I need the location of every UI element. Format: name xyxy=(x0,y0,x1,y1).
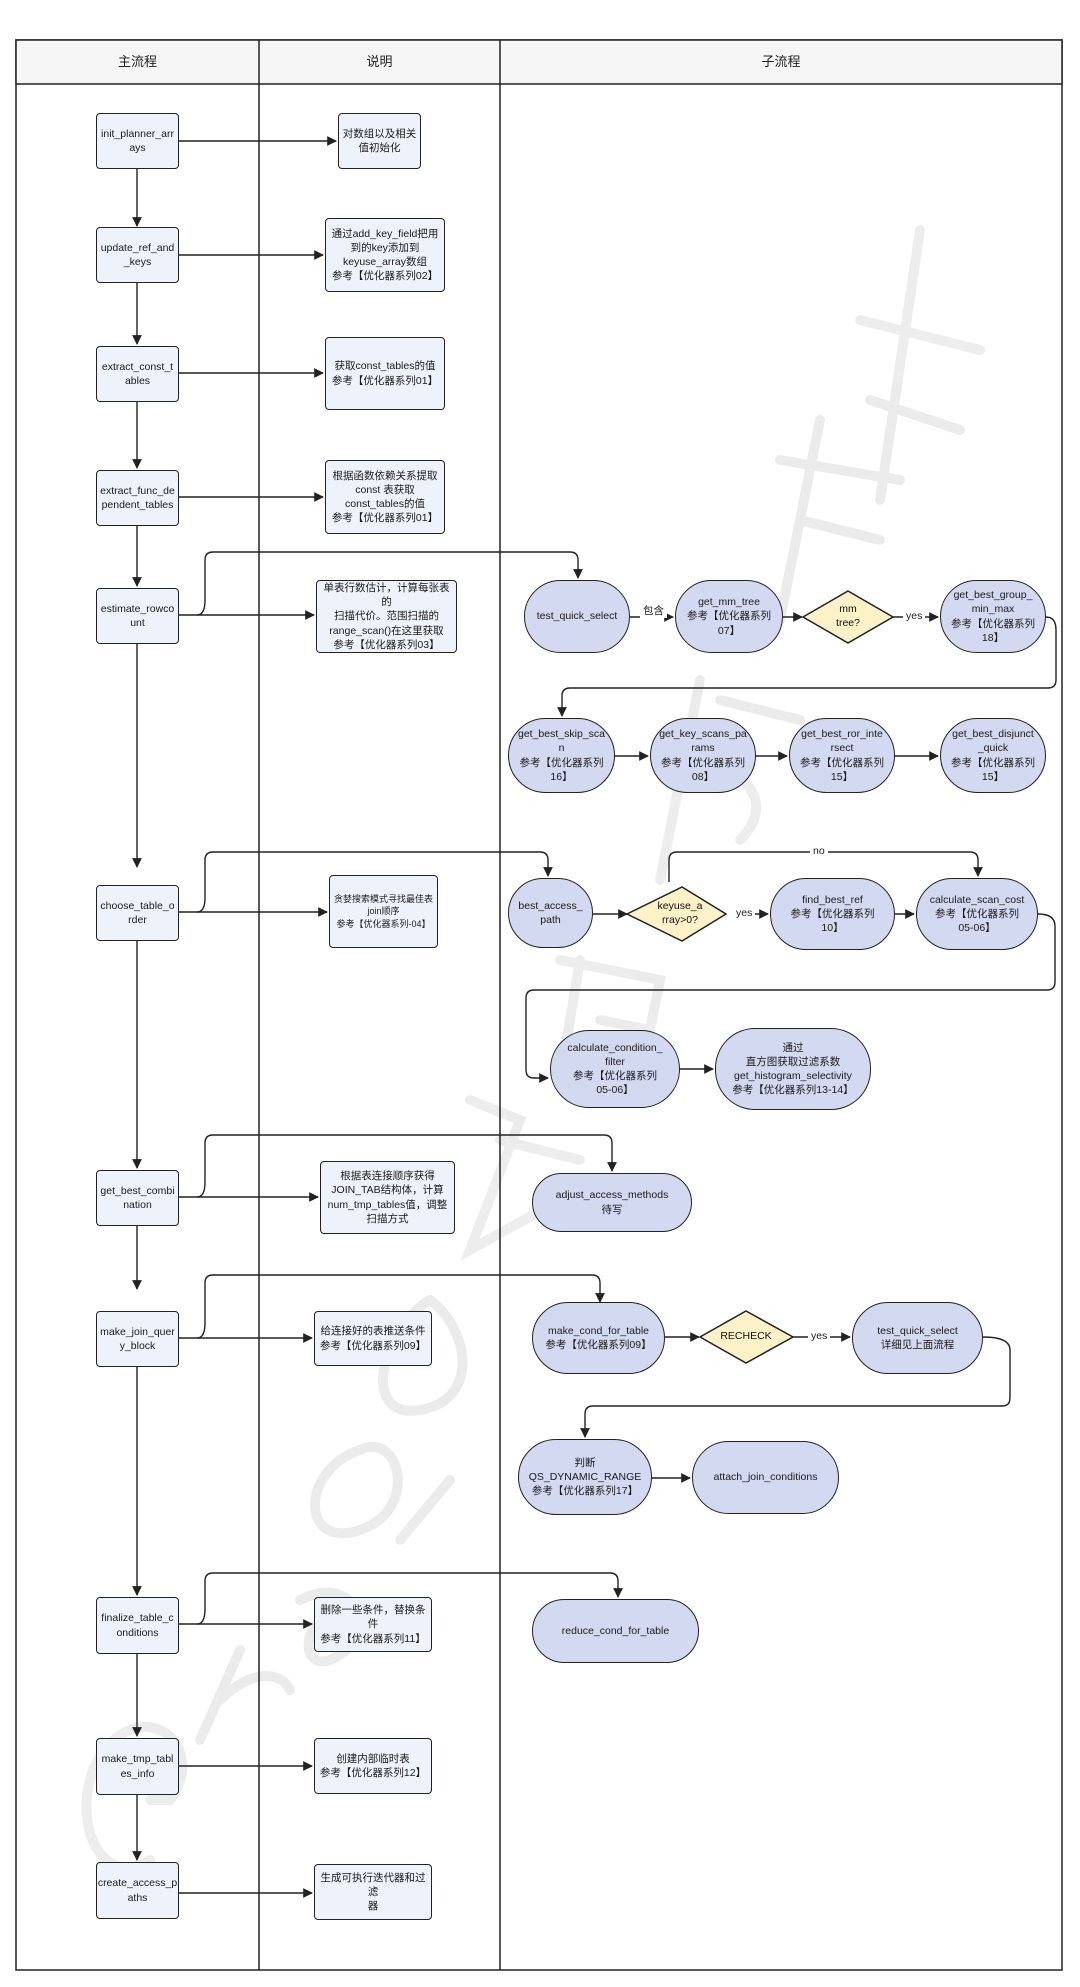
note-extract-func-dependent-tables: 根据函数依赖关系提取 const 表获取 const_tables的值 参考【优… xyxy=(325,460,445,534)
note-finalize-table-conditions: 删除一些条件，替换条件 参考【优化器系列11】 xyxy=(314,1597,432,1652)
node-reduce-cond-for-table: reduce_cond_for_table xyxy=(532,1599,699,1663)
note-make-join-query-block: 给连接好的表推送条件 参考【优化器系列09】 xyxy=(314,1311,432,1366)
node-best-access-path: best_access_ path xyxy=(508,878,593,948)
lane-header-main: 主流程 xyxy=(117,54,157,69)
decision-keyuse-array xyxy=(625,886,728,942)
node-adjust-access-methods: adjust_access_methods 待写 xyxy=(532,1173,692,1232)
main-step-init-planner-arrays: init_planner_arr ays xyxy=(96,113,179,169)
main-step-finalize-table-conditions: finalize_table_c onditions xyxy=(96,1597,179,1654)
lane-header-explain: 说明 xyxy=(366,54,393,69)
label-yes-keyuse: yes xyxy=(733,907,756,919)
note-update-ref-and-keys: 通过add_key_field把用 到的key添加到 keyuse_array数… xyxy=(325,218,445,292)
node-get-best-disjunct-quick: get_best_disjunct _quick 参考【优化器系列 15】 xyxy=(940,718,1046,793)
note-get-best-combination: 根据表连接顺序获得 JOIN_TAB结构体，计算 num_tmp_tables值… xyxy=(320,1161,455,1234)
main-step-make-join-query-block: make_join_quer y_block xyxy=(96,1311,179,1367)
node-test-quick-select: test_quick_select xyxy=(524,580,630,653)
main-step-make-tmp-tables-info: make_tmp_tabl es_info xyxy=(96,1738,179,1795)
decision-keyuse-array-text: keyuse_a rray>0? xyxy=(657,900,703,926)
node-get-best-group-min-max: get_best_group_ min_max 参考【优化器系列 18】 xyxy=(940,580,1046,653)
node-find-best-ref: find_best_ref 参考【优化器系列 10】 xyxy=(770,878,895,950)
label-yes-recheck: yes xyxy=(808,1330,831,1342)
node-attach-join-conditions: attach_join_conditions xyxy=(692,1441,839,1514)
main-step-get-best-combination: get_best_combi nation xyxy=(96,1170,179,1226)
node-histogram-selectivity: 通过 直方图获取过滤系数 get_histogram_selectivity 参… xyxy=(715,1028,871,1110)
label-include: 包含 xyxy=(640,603,667,618)
decision-recheck-text: RECHECK xyxy=(720,1330,772,1343)
main-step-create-access-paths: create_access_p aths xyxy=(96,1862,179,1919)
node-qs-dynamic-range: 判断 QS_DYNAMIC_RANGE 参考【优化器系列17】 xyxy=(518,1439,652,1515)
decision-mm-tree xyxy=(801,590,895,644)
label-no: no xyxy=(810,845,828,857)
node-get-key-scans-params: get_key_scans_pa rams 参考【优化器系列 08】 xyxy=(650,718,756,793)
lane-header-sub: 子流程 xyxy=(761,54,801,69)
note-choose-table-order: 贪婪搜索模式寻找最佳表 join顺序 参考【优化器系列-04】 xyxy=(329,875,438,948)
node-get-best-skip-scan: get_best_skip_sca n 参考【优化器系列 16】 xyxy=(508,718,615,793)
main-step-extract-const-tables: extract_const_t ables xyxy=(96,346,179,402)
note-estimate-rowcount: 单表行数估计，计算每张表的 扫描代价。范围扫描的 range_scan()在这里… xyxy=(316,580,457,653)
node-make-cond-for-table: make_cond_for_table 参考【优化器系列09】 xyxy=(532,1302,665,1374)
node-calculate-scan-cost: calculate_scan_cost 参考【优化器系列 05-06】 xyxy=(916,878,1038,950)
main-step-choose-table-order: choose_table_o rder xyxy=(96,885,179,941)
note-make-tmp-tables-info: 创建内部临时表 参考【优化器系列12】 xyxy=(314,1738,432,1794)
note-init-planner-arrays: 对数组以及相关 值初始化 xyxy=(338,113,421,169)
decision-mm-tree-text: mm tree? xyxy=(836,603,860,629)
note-create-access-paths: 生成可执行迭代器和过滤 器 xyxy=(314,1864,432,1920)
node-get-best-ror-intersect: get_best_ror_inte rsect 参考【优化器系列 15】 xyxy=(789,718,895,793)
node-test-quick-select-detail: test_quick_select 详细见上面流程 xyxy=(852,1302,983,1374)
header-band xyxy=(15,39,1063,85)
main-step-update-ref-and-keys: update_ref_and _keys xyxy=(96,227,179,283)
decision-recheck xyxy=(698,1310,795,1364)
node-get-mm-tree: get_mm_tree 参考【优化器系列 07】 xyxy=(675,580,783,653)
note-extract-const-tables: 获取const_tables的值 参考【优化器系列01】 xyxy=(325,337,445,410)
main-step-estimate-rowcount: estimate_rowco unt xyxy=(96,588,179,644)
main-step-extract-func-dependent-tables: extract_func_de pendent_tables xyxy=(96,470,179,526)
watermark xyxy=(81,225,985,1873)
node-calculate-condition-filter: calculate_condition_ filter 参考【优化器系列 05-… xyxy=(550,1030,680,1108)
label-yes-mm-tree: yes xyxy=(903,610,926,622)
